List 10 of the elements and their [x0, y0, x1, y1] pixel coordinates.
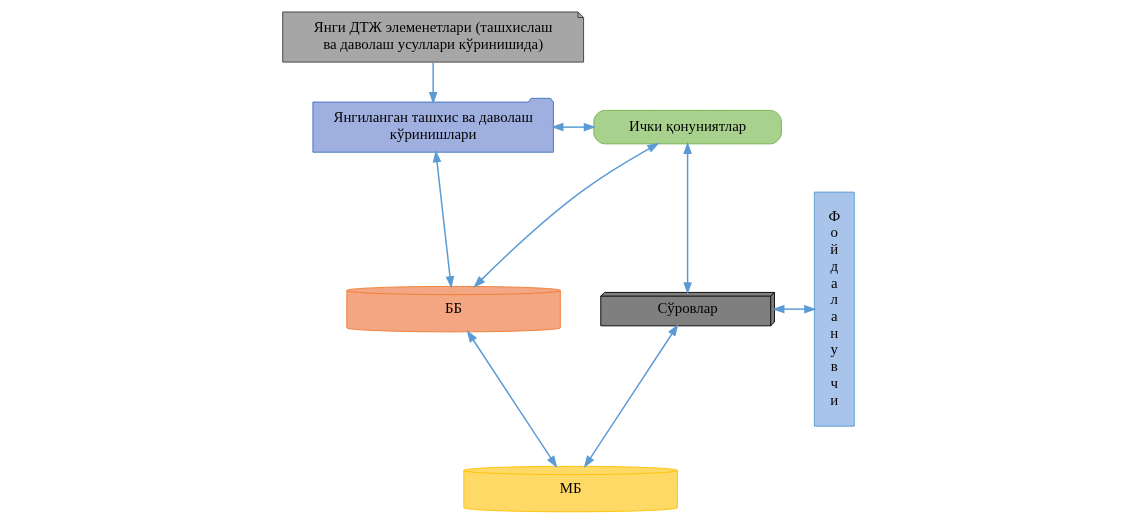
arrow	[473, 142, 660, 288]
arrow	[683, 141, 692, 295]
node-box: Ички қонуниятлар	[593, 109, 782, 145]
node-box: Фойдаланувчи	[813, 191, 855, 427]
arrow	[432, 150, 455, 289]
arrow	[772, 304, 817, 314]
arrow	[428, 61, 438, 105]
arrow	[551, 122, 597, 132]
arrow	[583, 323, 679, 468]
arrow	[466, 330, 558, 468]
